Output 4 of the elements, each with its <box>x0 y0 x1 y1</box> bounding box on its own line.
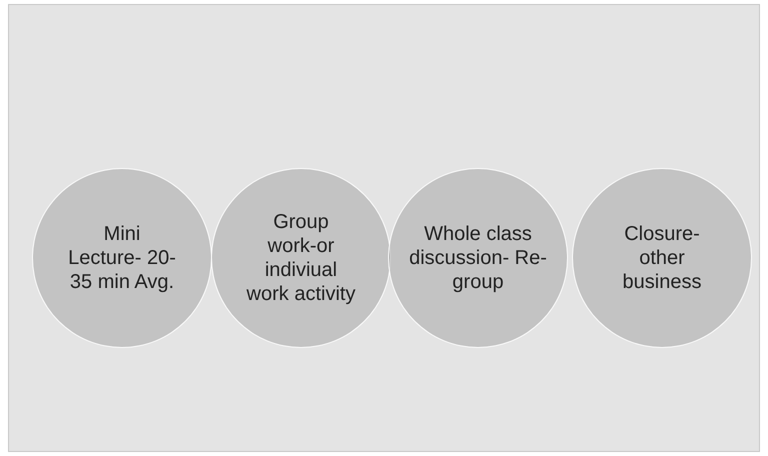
circle-label: Mini Lecture- 20-35 min Avg. <box>67 222 177 294</box>
circle-label: Closure- other business <box>622 222 702 294</box>
circle-label: Group work-or indiviual work activity <box>246 210 356 306</box>
circle-label: Whole class discussion- Re-group <box>408 222 548 294</box>
